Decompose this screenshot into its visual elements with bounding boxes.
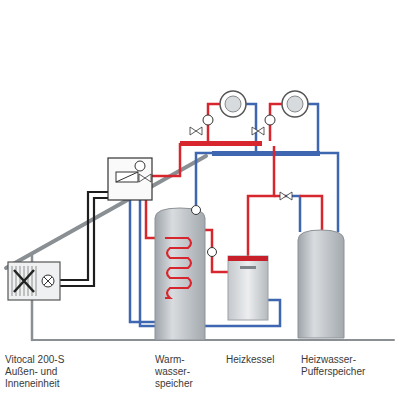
house-outline	[32, 339, 394, 341]
component-label: Vitocal 200-S Außen- und Inneneinheit	[5, 354, 81, 390]
radiator	[225, 96, 241, 112]
pump	[203, 115, 275, 125]
radiator	[220, 91, 246, 117]
indoor-unit	[108, 158, 152, 200]
outdoor-unit	[44, 277, 52, 285]
outdoor-unit	[14, 270, 34, 292]
boiler	[228, 256, 268, 261]
indoor-unit	[116, 172, 138, 182]
mixing-valve	[190, 127, 292, 200]
pump	[203, 115, 213, 125]
radiator	[282, 91, 308, 117]
mixing-valve	[190, 127, 202, 135]
return-pipe	[212, 151, 320, 156]
outdoor-unit	[8, 262, 60, 300]
flow-pipe	[180, 141, 262, 146]
radiator	[220, 91, 308, 117]
outdoor-unit	[36, 266, 37, 296]
flow-pipe	[152, 143, 180, 176]
hot-water-tank	[155, 208, 205, 340]
mixing-valve	[252, 127, 264, 135]
boiler	[240, 266, 256, 269]
buffer-tank	[298, 230, 344, 338]
refrigerant-line	[58, 192, 110, 280]
component-label: Heizkessel	[226, 354, 274, 366]
flow-pipe	[300, 196, 322, 232]
indoor-unit	[108, 158, 152, 200]
boiler	[208, 248, 269, 321]
return-pipe	[308, 104, 318, 151]
outdoor-unit	[8, 262, 60, 300]
return-pipe	[196, 153, 212, 205]
outdoor-unit	[20, 266, 21, 296]
boiler	[208, 248, 217, 257]
refrigerant-line	[58, 192, 110, 286]
outdoor-unit	[12, 266, 13, 296]
indoor-unit	[135, 161, 145, 171]
indoor-unit	[116, 172, 138, 182]
refrigerant-line	[58, 198, 110, 286]
pump	[265, 115, 275, 125]
outdoor-unit	[28, 266, 29, 296]
house-outline	[6, 156, 394, 340]
component-label: Warm- wasser- speicher	[155, 354, 201, 390]
return-pipe	[286, 196, 300, 232]
indoor-unit	[139, 174, 151, 182]
mixing-valve	[280, 192, 292, 200]
hot-water-tank	[165, 238, 191, 298]
boiler	[228, 256, 268, 320]
radiator	[287, 96, 303, 112]
component-label: Heizwasser- Pufferspeicher	[301, 354, 379, 378]
flow-pipe	[248, 146, 274, 256]
hot-water-tank	[192, 206, 201, 215]
hot-water-tank	[155, 206, 205, 341]
outdoor-unit	[42, 275, 54, 287]
buffer-tank	[298, 230, 344, 338]
outdoor-unit	[12, 266, 36, 296]
